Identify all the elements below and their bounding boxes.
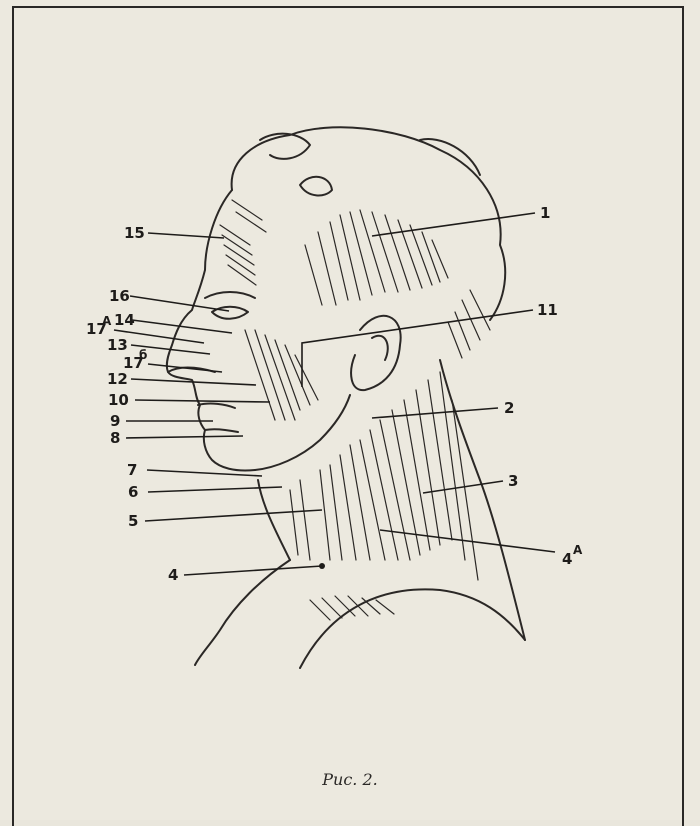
label-7: 7 (127, 461, 137, 479)
leader-2 (372, 408, 498, 418)
leader-10 (135, 400, 270, 402)
label-16: 16 (109, 287, 130, 305)
label-17b-superscript: б (139, 348, 147, 362)
leader-15 (148, 233, 224, 238)
head-illustration (167, 127, 525, 668)
leader-lines (114, 213, 555, 575)
label-13: 13 (107, 336, 128, 354)
label-4a-superscript: А (573, 543, 583, 557)
label-2: 2 (504, 399, 514, 417)
leader-3 (423, 481, 503, 493)
leader-1 (372, 213, 535, 236)
number-labels: 1 2 3 4 4 А 5 6 7 8 9 10 11 12 13 14 15 … (86, 204, 583, 584)
figure-caption: Рис. 2. (0, 770, 700, 789)
label-17a-superscript: А (102, 314, 112, 328)
leader-8 (126, 436, 243, 438)
leader-6 (148, 487, 282, 492)
leader-5 (145, 510, 322, 521)
leader-17b (148, 364, 222, 372)
label-12: 12 (107, 370, 128, 388)
label-15: 15 (124, 224, 145, 242)
label-11: 11 (537, 301, 558, 319)
label-14: 14 (114, 311, 135, 329)
label-4a: 4 (562, 550, 572, 568)
label-1: 1 (540, 204, 550, 222)
label-8: 8 (110, 429, 120, 447)
leader-4 (184, 566, 322, 575)
label-5: 5 (128, 512, 138, 530)
leader-11 (302, 310, 533, 387)
label-4: 4 (168, 566, 178, 584)
label-3: 3 (508, 472, 518, 490)
label-10: 10 (108, 391, 129, 409)
label-6: 6 (128, 483, 138, 501)
label-9: 9 (110, 412, 120, 430)
leader-16 (130, 296, 229, 311)
leader-4-dot (319, 563, 325, 569)
